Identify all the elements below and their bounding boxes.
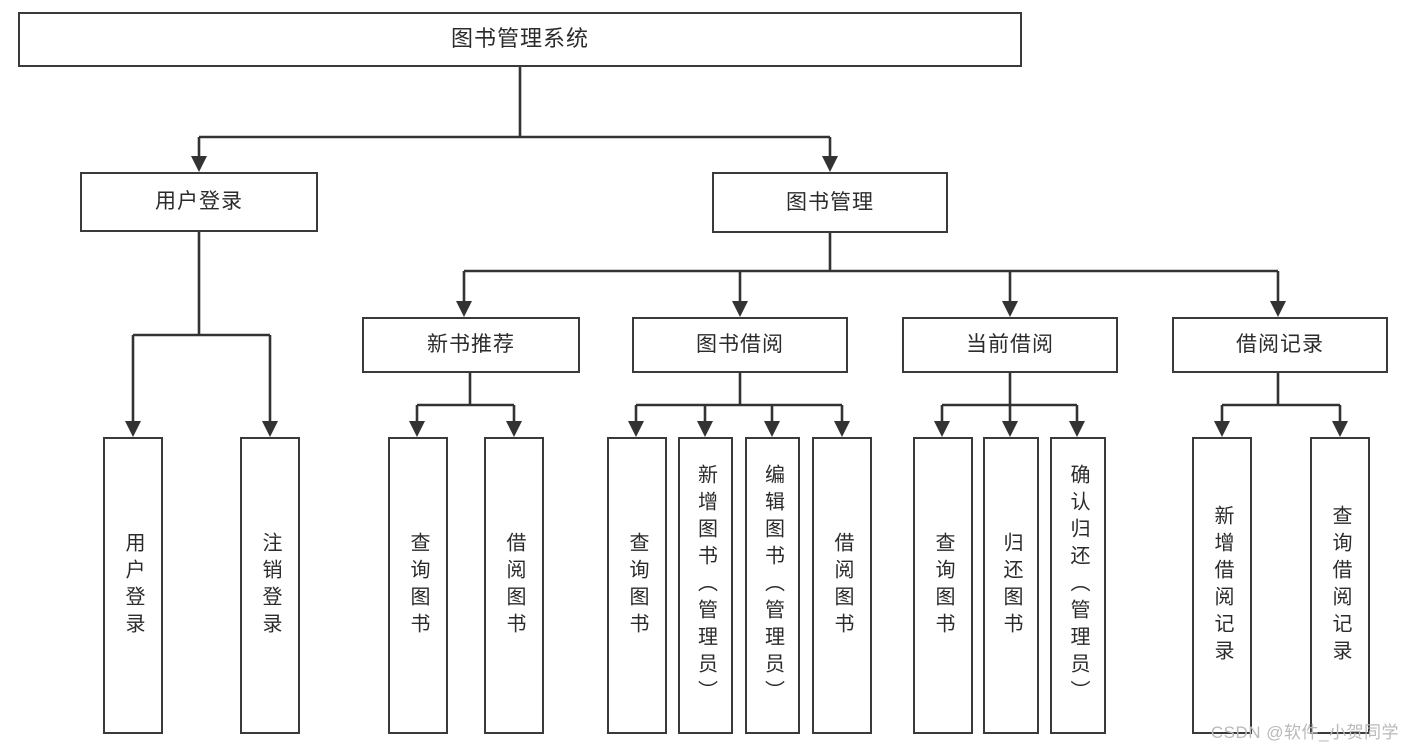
node-new-book-recommend[interactable]: 新书推荐 (362, 317, 580, 373)
leaf-query-book-borrow[interactable]: 查询图书 (607, 437, 667, 734)
node-borrow-record[interactable]: 借阅记录 (1172, 317, 1388, 373)
leaf-query-borrow-record[interactable]: 查询借阅记录 (1310, 437, 1370, 734)
leaf-borrow-book-recommend[interactable]: 借阅图书 (484, 437, 544, 734)
node-root-system[interactable]: 图书管理系统 (18, 12, 1022, 67)
node-book-borrow[interactable]: 图书借阅 (632, 317, 848, 373)
leaf-add-borrow-record[interactable]: 新增借阅记录 (1192, 437, 1252, 734)
node-book-management[interactable]: 图书管理 (712, 172, 948, 233)
node-current-borrow[interactable]: 当前借阅 (902, 317, 1118, 373)
leaf-query-book-current[interactable]: 查询图书 (913, 437, 973, 734)
node-user-login[interactable]: 用户登录 (80, 172, 318, 232)
leaf-borrow-book[interactable]: 借阅图书 (812, 437, 872, 734)
leaf-user-login[interactable]: 用户登录 (103, 437, 163, 734)
leaf-logout[interactable]: 注销登录 (240, 437, 300, 734)
leaf-confirm-return-admin[interactable]: 确认归还（管理员） (1050, 437, 1106, 734)
leaf-edit-book-admin[interactable]: 编辑图书（管理员） (745, 437, 800, 734)
leaf-query-book-recommend[interactable]: 查询图书 (388, 437, 448, 734)
leaf-add-book-admin[interactable]: 新增图书（管理员） (678, 437, 733, 734)
watermark-text: CSDN @软件_小贺同学 (1210, 723, 1399, 742)
leaf-return-book[interactable]: 归还图书 (983, 437, 1039, 734)
